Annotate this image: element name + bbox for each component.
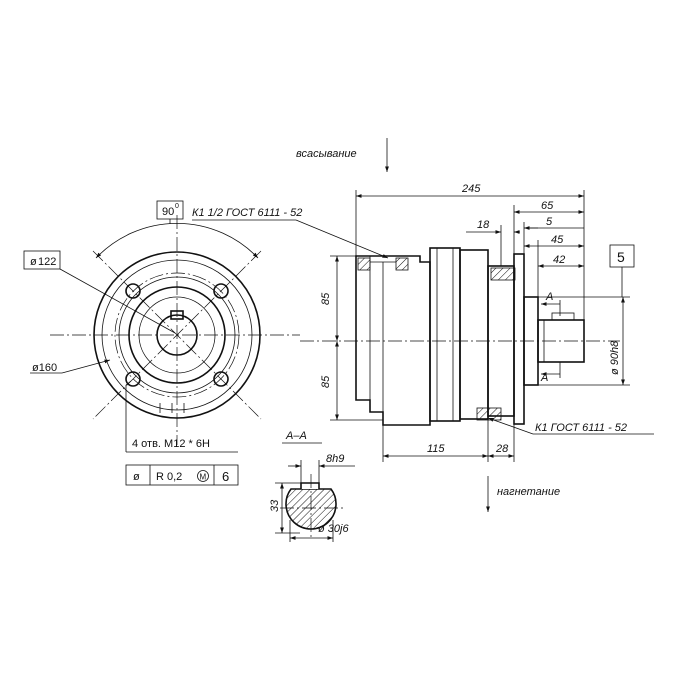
bolt-holes [125, 283, 229, 387]
tolerance-value: R 0,2 [156, 471, 182, 483]
thread-bottom-label: К1 ГОСТ 6111 - 52 [535, 422, 627, 434]
tolerance-symbol: ø [133, 471, 140, 483]
angle-arc [95, 223, 259, 259]
main-body-front [429, 247, 461, 422]
tolerance-frame: ø R 0,2 M 6 [125, 464, 239, 486]
section-title: A–A [285, 430, 307, 442]
thread-top-leader [295, 219, 389, 259]
flange-inner-edge [101, 259, 253, 411]
dim-5: 5 [546, 216, 553, 228]
outer-flange [93, 251, 261, 419]
ref-box-value: 5 [617, 249, 625, 265]
dia-122-leader [59, 268, 176, 334]
discharge-label: нагнетание [497, 486, 560, 498]
svg-text:0: 0 [175, 203, 179, 210]
dim-85-top: 85 [320, 292, 332, 305]
mounting-flange [513, 253, 525, 425]
hub-outer [128, 286, 226, 384]
dim-65: 65 [541, 200, 554, 212]
dia-122-box [23, 250, 61, 270]
dim-42: 42 [553, 254, 565, 266]
shaft-circle [156, 314, 198, 356]
angle-value: 90 [162, 206, 174, 218]
section-mark-top: A [545, 291, 553, 303]
dim-245: 245 [461, 183, 481, 195]
bolt-hole [125, 283, 141, 299]
dia-122-symbol: ø [30, 256, 37, 268]
bolt-hole [213, 371, 229, 387]
dim-28: 28 [495, 443, 509, 455]
holes-note: 4 отв. М12 * 6Н [132, 438, 210, 450]
shaft-key-side [551, 312, 575, 321]
dim-33: 33 [269, 499, 281, 512]
bolt-circle [114, 272, 240, 398]
rear-cover [355, 255, 431, 426]
suction-label: всасывание [296, 148, 357, 160]
svg-text:M: M [200, 473, 207, 482]
tolerance-ref: 6 [222, 469, 229, 484]
section-view: A–A 8h9 33 ø 30j6 [269, 430, 355, 542]
front-view: 90 0 ø 122 ø160 4 отв. М12 * 6Н ø R 0,2 … [23, 200, 300, 486]
dim-8h9: 8h9 [326, 453, 344, 465]
dia-160-value: ø160 [32, 362, 57, 374]
thread-top-label: К1 1/2 ГОСТ 6111 - 52 [192, 207, 302, 219]
modifier-circle [197, 470, 209, 482]
shaft-key [170, 310, 184, 320]
key-slot [300, 482, 320, 489]
dim-18: 18 [477, 219, 490, 231]
main-body [459, 249, 489, 420]
dim-85-bottom: 85 [320, 375, 332, 388]
dia-90h8: ø 90h8 [609, 340, 621, 375]
thread-bottom-leader [487, 417, 534, 435]
dim-30j6: ø 30j6 [318, 523, 349, 535]
hub-mid [138, 296, 216, 374]
side-view: 245 65 18 5 45 42 85 85 115 [192, 138, 654, 512]
dia-122-value: 122 [38, 256, 56, 268]
dim-115: 115 [427, 443, 445, 455]
bolt-hole [125, 371, 141, 387]
body-ring [118, 276, 236, 394]
bolt-hole [213, 283, 229, 299]
dim-45: 45 [551, 234, 564, 246]
section-mark-bottom: A [540, 372, 548, 384]
dia-160-leader [61, 359, 111, 374]
